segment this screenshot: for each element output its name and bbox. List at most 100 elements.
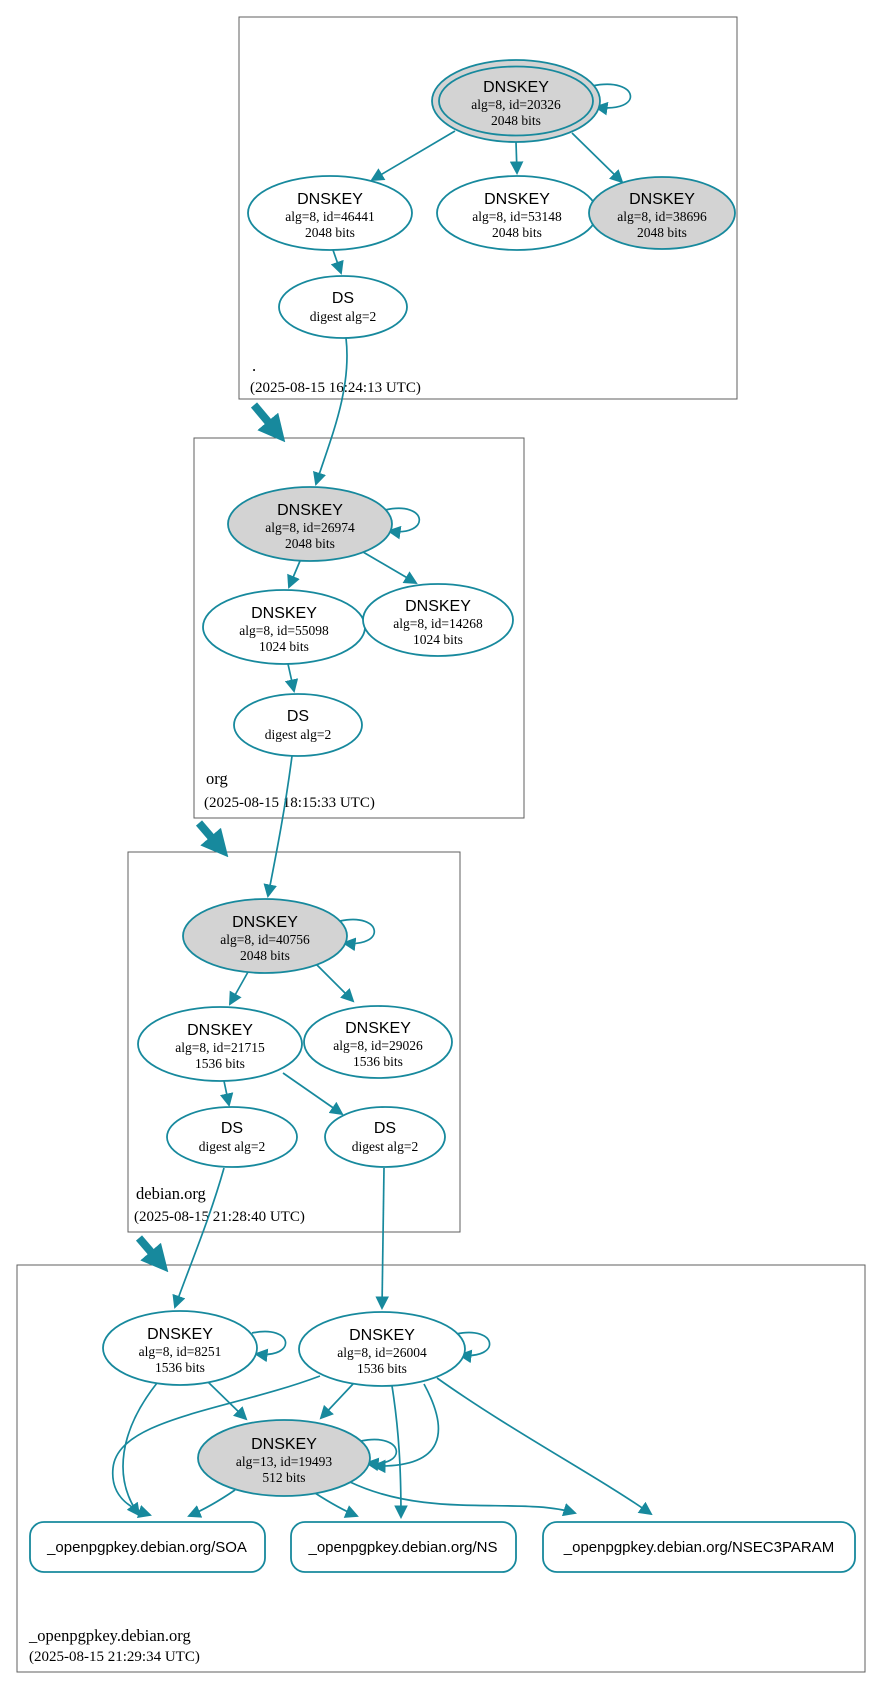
node-detail: alg=8, id=8251 [139, 1344, 222, 1359]
edge-dnskey8251-to-soa [122, 1382, 158, 1517]
edge-dnskey26004-to-nsec3param [436, 1377, 653, 1516]
zone-name-debian-org: debian.org [136, 1184, 206, 1203]
node-label: DNSKEY [251, 1436, 317, 1453]
node-detail: alg=8, id=46441 [285, 209, 374, 224]
edge-ksk20326-self-sign [591, 83, 632, 116]
edge-ksk40756-to-zsk21715 [228, 971, 249, 1006]
node-size: 1536 bits [195, 1056, 245, 1071]
delegation-arrow-root-to-org [250, 402, 286, 443]
node-detail: alg=8, id=53148 [472, 209, 562, 224]
node-dnskey-46441[interactable]: DNSKEY alg=8, id=46441 2048 bits [247, 175, 413, 251]
node-size: 1024 bits [259, 639, 309, 654]
node-detail: digest alg=2 [265, 727, 331, 742]
node-label: DS [374, 1120, 396, 1137]
edge-dnskey19493-to-ns [314, 1492, 359, 1518]
node-label: DS [221, 1120, 243, 1137]
node-size: 1536 bits [155, 1360, 205, 1375]
zone-timestamp-org: (2025-08-15 18:15:33 UTC) [204, 795, 375, 811]
rrset-label: _openpgpkey.debian.org/NS [307, 1539, 497, 1556]
node-detail: alg=8, id=14268 [393, 616, 483, 631]
node-label: DS [287, 708, 309, 725]
node-detail: alg=8, id=38696 [617, 209, 707, 224]
node-label: DNSKEY [277, 502, 343, 519]
delegation-arrow-org-to-debian [195, 820, 229, 858]
node-dnskey-21715[interactable]: DNSKEY alg=8, id=21715 1536 bits [137, 1006, 303, 1082]
node-dnskey-14268[interactable]: DNSKEY alg=8, id=14268 1024 bits [362, 583, 514, 657]
node-size: 1024 bits [413, 632, 463, 647]
node-detail: alg=8, id=26974 [265, 520, 355, 535]
node-detail: alg=8, id=55098 [239, 623, 329, 638]
node-label: DNSKEY [629, 191, 695, 208]
node-dnskey-19493[interactable]: DNSKEY alg=13, id=19493 512 bits [197, 1419, 371, 1497]
edge-zsk46441-to-root-ds [330, 249, 344, 275]
node-label: DS [332, 290, 354, 307]
node-detail: alg=13, id=19493 [236, 1454, 332, 1469]
node-dnskey-53148[interactable]: DNSKEY alg=8, id=53148 2048 bits [436, 175, 598, 251]
node-org-ds[interactable]: DS digest alg=2 [233, 693, 363, 757]
edge-dnskey19493-to-nsec3param [349, 1481, 577, 1517]
rrset-label: _openpgpkey.debian.org/NSEC3PARAM [563, 1539, 834, 1556]
node-detail: digest alg=2 [352, 1139, 418, 1154]
edge-dnskey26004-to-ns [391, 1385, 408, 1520]
edge-org-ds-to-debian-ksk40756 [263, 755, 293, 899]
delegation-arrow-debian-to-openpgpkey [135, 1235, 169, 1273]
node-label: DNSKEY [187, 1022, 253, 1039]
node-dnskey-26974[interactable]: DNSKEY alg=8, id=26974 2048 bits [227, 486, 393, 562]
edge-debian-ds1-to-dnskey8251 [172, 1167, 225, 1309]
node-dnskey-20326[interactable]: DNSKEY alg=8, id=20326 2048 bits [431, 59, 601, 143]
node-detail: alg=8, id=40756 [220, 932, 310, 947]
node-debian-ds-2[interactable]: DS digest alg=2 [324, 1106, 446, 1168]
node-dnskey-40756[interactable]: DNSKEY alg=8, id=40756 2048 bits [182, 898, 348, 974]
node-label: DNSKEY [345, 1020, 411, 1037]
edge-dnskey8251-self-sign [251, 1330, 287, 1363]
edge-ksk26974-self-sign [384, 507, 421, 540]
edge-zsk55098-to-org-ds [284, 663, 299, 693]
node-label: DNSKEY [232, 914, 298, 931]
rrset-nsec3param[interactable]: _openpgpkey.debian.org/NSEC3PARAM [542, 1521, 856, 1573]
edge-ksk26974-to-zsk14268 [362, 551, 418, 585]
node-label: DNSKEY [251, 605, 317, 622]
edge-dnskey26004-to-soa [112, 1375, 321, 1518]
node-size: 2048 bits [305, 225, 355, 240]
edge-debian-ds2-to-dnskey26004 [375, 1167, 389, 1311]
edge-zsk21715-to-debian-ds1 [219, 1080, 234, 1107]
edge-dnskey26004-to-dnskey19493-right [371, 1383, 440, 1474]
node-debian-ds-1[interactable]: DS digest alg=2 [166, 1106, 298, 1168]
node-dnskey-26004[interactable]: DNSKEY alg=8, id=26004 1536 bits [298, 1311, 466, 1387]
node-dnskey-8251[interactable]: DNSKEY alg=8, id=8251 1536 bits [102, 1310, 258, 1386]
edge-ksk40756-to-zsk29026 [316, 964, 355, 1003]
edge-dnskey26004-self-sign [455, 1331, 491, 1364]
node-detail: alg=8, id=29026 [333, 1038, 423, 1053]
edge-dnskey26004-to-dnskey19493 [319, 1383, 354, 1420]
zone-name-openpgpkey-debian-org: _openpgpkey.debian.org [28, 1626, 191, 1645]
edges-layer [112, 83, 653, 1520]
edge-ksk20326-to-zsk53148 [509, 141, 524, 176]
node-root-ds[interactable]: DS digest alg=2 [278, 275, 408, 339]
node-dnskey-38696[interactable]: DNSKEY alg=8, id=38696 2048 bits [588, 176, 736, 250]
node-detail: alg=8, id=21715 [175, 1040, 265, 1055]
node-size: 512 bits [262, 1470, 305, 1485]
rrset-soa[interactable]: _openpgpkey.debian.org/SOA [29, 1521, 266, 1573]
zone-name-root: . [252, 356, 256, 375]
edge-root-ds-to-org-ksk26974 [313, 337, 348, 486]
node-size: 2048 bits [492, 225, 542, 240]
node-label: DNSKEY [147, 1326, 213, 1343]
node-label: DNSKEY [483, 79, 549, 96]
node-size: 1536 bits [357, 1361, 407, 1376]
edge-ksk20326-to-ksk38696 [571, 132, 624, 184]
node-detail: digest alg=2 [199, 1139, 265, 1154]
rrset-ns[interactable]: _openpgpkey.debian.org/NS [290, 1521, 517, 1573]
node-detail: digest alg=2 [310, 309, 376, 324]
edge-ksk40756-self-sign [339, 918, 376, 952]
node-detail: alg=8, id=20326 [471, 97, 561, 112]
edge-zsk21715-to-debian-ds2 [282, 1072, 344, 1116]
node-label: DNSKEY [405, 598, 471, 615]
node-dnskey-55098[interactable]: DNSKEY alg=8, id=55098 1024 bits [202, 589, 366, 665]
zone-timestamp-root: (2025-08-15 16:24:13 UTC) [250, 380, 421, 396]
node-dnskey-29026[interactable]: DNSKEY alg=8, id=29026 1536 bits [303, 1005, 453, 1079]
node-size: 1536 bits [353, 1054, 403, 1069]
node-label: DNSKEY [297, 191, 363, 208]
node-label: DNSKEY [484, 191, 550, 208]
